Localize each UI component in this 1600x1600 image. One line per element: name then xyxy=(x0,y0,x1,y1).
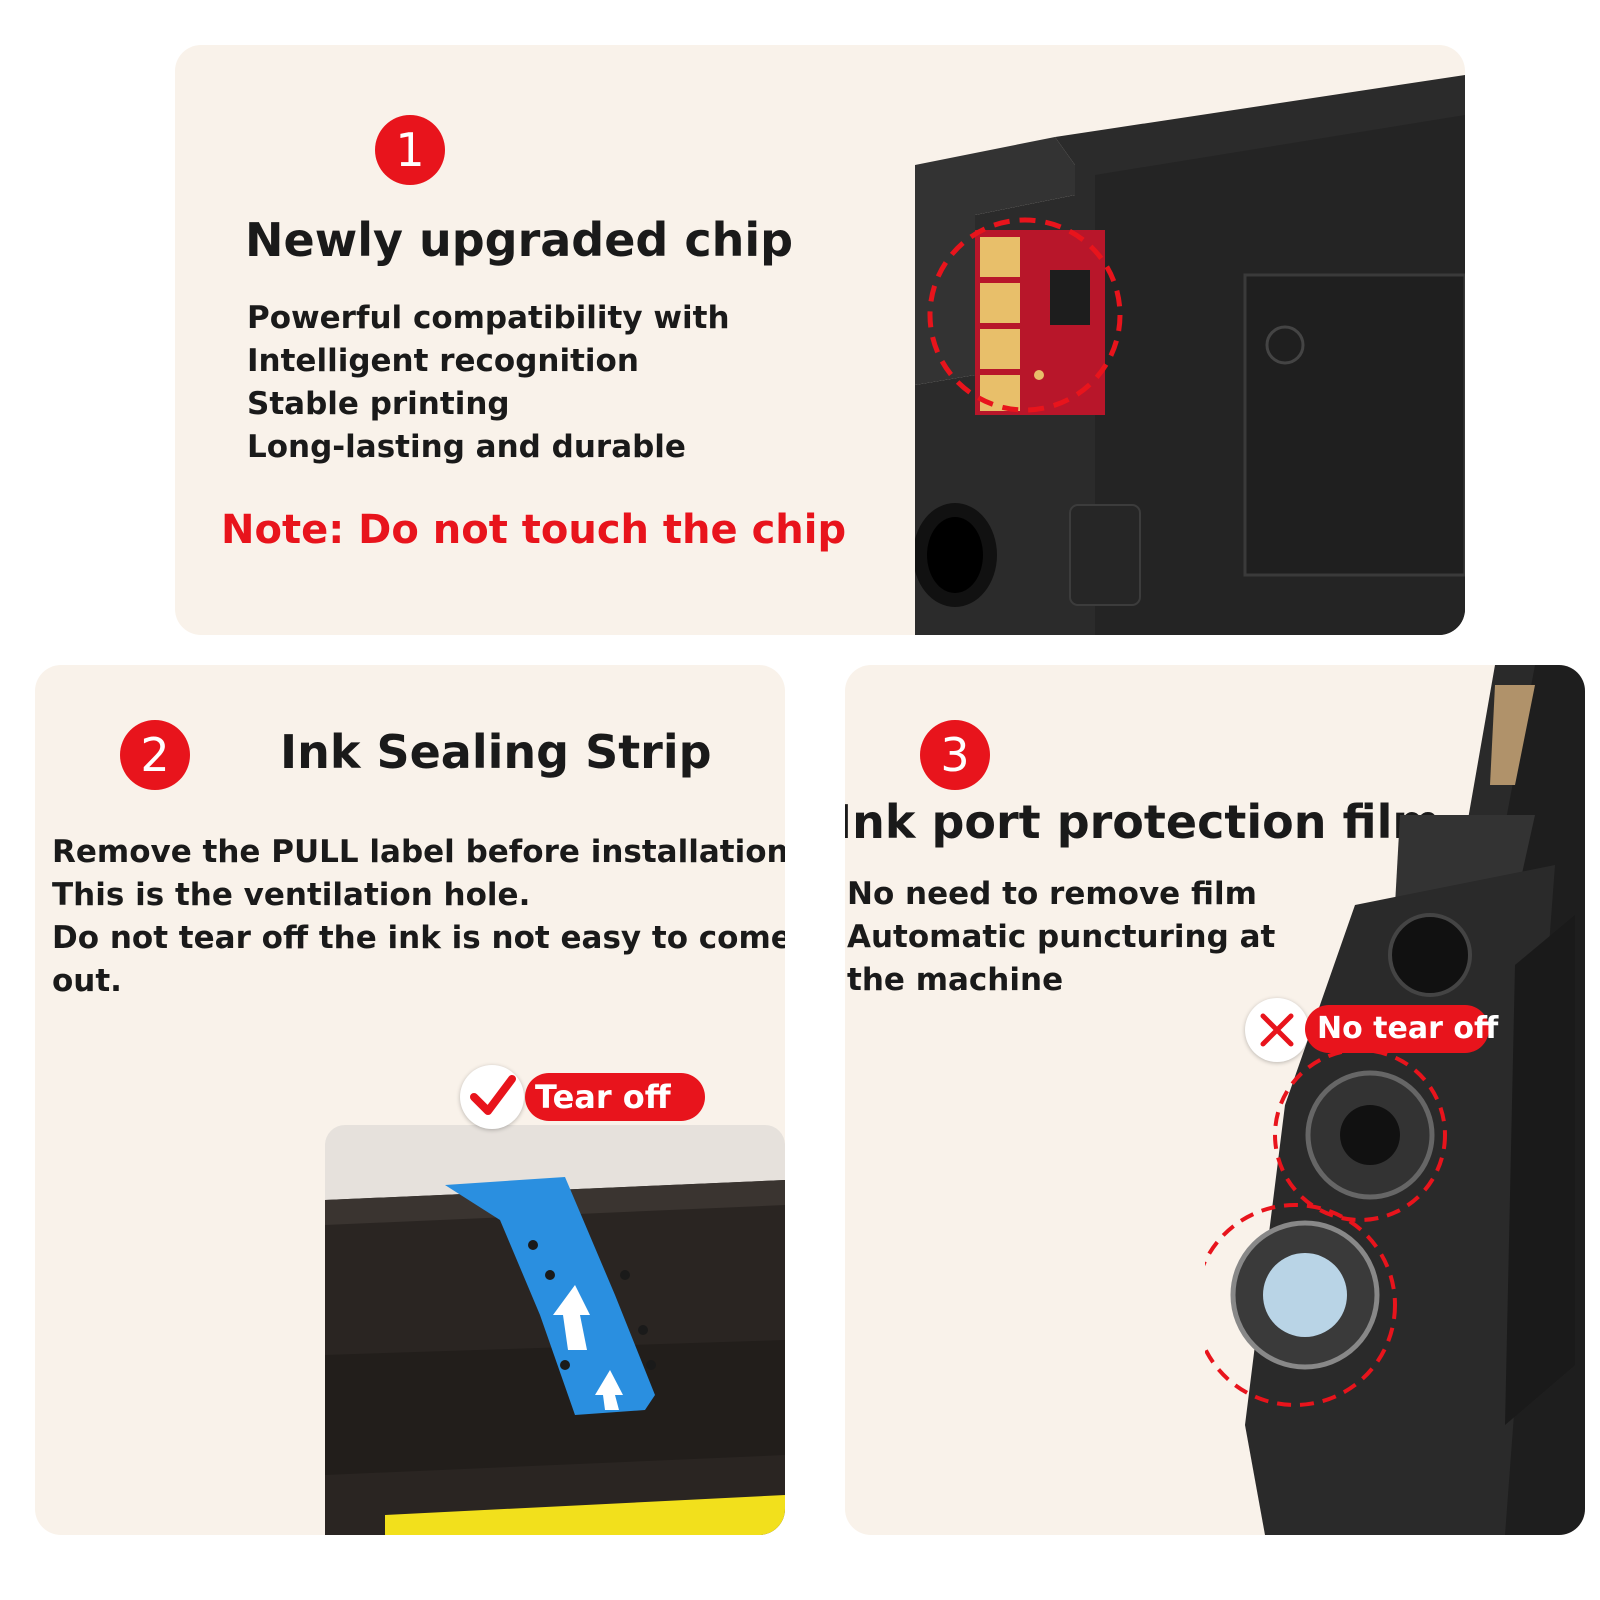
film-line: the machine xyxy=(847,962,1064,998)
sealing-line: Do not tear off the ink is not easy to c… xyxy=(52,920,785,956)
chip-title: Newly upgraded chip xyxy=(245,213,794,267)
sealing-strip-title: Ink Sealing Strip xyxy=(280,725,712,779)
chip-description: Powerful compatibility with Intelligent … xyxy=(247,297,730,469)
sealing-strip-description: Remove the PULL label before installatio… xyxy=(52,831,785,1003)
sealing-line: out. xyxy=(52,963,122,999)
step-number-1: 1 xyxy=(375,115,445,185)
cartridge-chip-image xyxy=(915,75,1465,635)
film-line: Automatic puncturing at xyxy=(847,919,1276,955)
chip-line: Stable printing xyxy=(247,386,510,422)
panel-chip: 1 Newly upgraded chip Powerful compatibi… xyxy=(175,45,1465,635)
step-number-3: 3 xyxy=(920,720,990,790)
chip-line: Long-lasting and durable xyxy=(247,429,686,465)
chip-note: Note: Do not touch the chip xyxy=(221,507,847,553)
check-icon xyxy=(460,1065,524,1129)
sealing-line: Remove the PULL label before installatio… xyxy=(52,834,785,870)
cross-icon xyxy=(1245,998,1309,1062)
protection-film-title: Ink port protection film xyxy=(845,795,1441,849)
panel-sealing-strip: 2 Ink Sealing Strip Remove the PULL labe… xyxy=(35,665,785,1535)
tear-off-badge: Tear off xyxy=(525,1073,705,1121)
chip-line: Intelligent recognition xyxy=(247,343,639,379)
cartridge-strip-image xyxy=(325,1125,785,1535)
film-line: No need to remove film xyxy=(847,876,1257,912)
cartridge-port-image xyxy=(1205,665,1585,1535)
step-number-2: 2 xyxy=(120,720,190,790)
sealing-line: This is the ventilation hole. xyxy=(52,877,531,913)
chip-line: Powerful compatibility with xyxy=(247,300,730,336)
protection-film-description: No need to remove film Automatic punctur… xyxy=(847,873,1275,1002)
no-tear-off-badge: No tear off xyxy=(1305,1005,1498,1053)
panel-protection-film: 3 Ink port protection film No need to re… xyxy=(845,665,1585,1535)
